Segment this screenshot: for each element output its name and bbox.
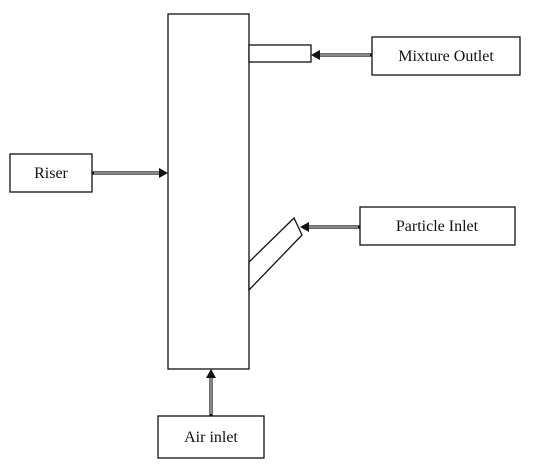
mixture-outlet-node: Mixture Outlet xyxy=(371,36,521,76)
particle-inlet-pipe xyxy=(248,216,303,292)
particle-inlet-box xyxy=(359,206,516,246)
riser-label: Riser xyxy=(34,165,68,182)
particle-inlet-arrow xyxy=(300,222,360,232)
riser-arrow xyxy=(92,168,168,178)
air-inlet-arrow xyxy=(206,369,216,416)
mixture-outlet-arrow xyxy=(311,50,372,60)
mixture-outlet-label: Mixture Outlet xyxy=(398,48,494,65)
mixture-outlet-box xyxy=(371,36,521,76)
riser-column xyxy=(167,13,250,370)
outlet-pipe xyxy=(248,44,312,63)
particle-inlet-label: Particle Inlet xyxy=(396,218,479,235)
air-inlet-box xyxy=(157,415,265,459)
particle-inlet-node: Particle Inlet xyxy=(359,206,516,246)
riser-box xyxy=(9,153,93,193)
air-inlet-label: Air inlet xyxy=(184,429,238,446)
air-inlet-node: Air inlet xyxy=(157,415,265,459)
riser-node: Riser xyxy=(9,153,93,193)
